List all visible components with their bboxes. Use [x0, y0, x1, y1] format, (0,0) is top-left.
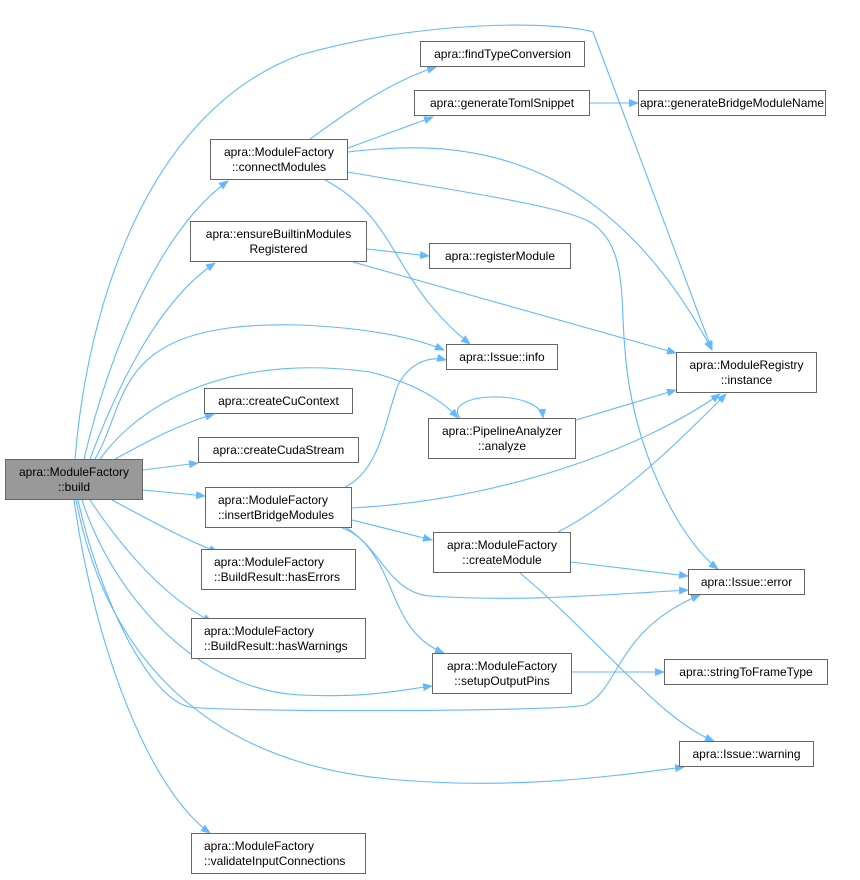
edge-connect-findType: [309, 65, 437, 140]
node-pipelineAnalyze[interactable]: apra::PipelineAnalyzer::analyze: [428, 418, 576, 459]
edge-build-insertBridge: [142, 489, 206, 500]
node-label: apra::ModuleRegistry: [689, 357, 804, 372]
edge-build-info: [94, 324, 445, 460]
node-registerModule[interactable]: apra::registerModule: [429, 243, 571, 269]
edge-insert-setup: [344, 526, 445, 654]
node-label: ::connectModules: [231, 159, 327, 174]
node-label: apra::ModuleFactory: [204, 838, 315, 853]
node-label: apra::ModuleFactory: [218, 492, 329, 507]
node-label: ::analyze: [477, 438, 527, 453]
node-label: apra::Issue::error: [700, 574, 793, 589]
node-connectModules[interactable]: apra::ModuleFactory::connectModules: [210, 139, 348, 180]
edge-analyze-instance: [575, 388, 677, 421]
edge-connect-instance: [347, 147, 713, 351]
edge-insert-info: [344, 353, 447, 488]
node-generateTomlSnippet[interactable]: apra::generateTomlSnippet: [414, 90, 590, 116]
edge-analyze-self: [456, 396, 547, 419]
node-label: apra::ModuleFactory: [18, 464, 130, 479]
edge-build-error: [77, 499, 701, 712]
node-createCuContext[interactable]: apra::createCuContext: [204, 388, 353, 414]
node-issueInfo[interactable]: apra::Issue::info: [446, 344, 558, 370]
node-issueError[interactable]: apra::Issue::error: [688, 569, 805, 595]
edge-connect-toml: [347, 116, 434, 149]
edge-build-instance: [74, 24, 713, 460]
node-label: ::BuildResult::hasErrors: [214, 569, 341, 584]
node-label: ::validateInputConnections: [204, 853, 346, 868]
edge-build-validate: [73, 499, 211, 834]
edge-connect-error: [347, 171, 719, 570]
node-label: apra::ModuleFactory: [446, 658, 558, 673]
node-label: apra::stringToFrameType: [679, 664, 813, 679]
node-label: apra::createCuContext: [218, 393, 339, 408]
node-label: apra::generateBridgeModuleName: [639, 95, 825, 110]
edge-ensure-instance: [352, 261, 677, 355]
node-insertBridgeModules[interactable]: apra::ModuleFactory::insertBridgeModules: [205, 487, 352, 528]
edge-create-instance: [557, 393, 727, 533]
node-label: apra::ModuleFactory: [214, 554, 325, 569]
edge-build-createCuContext: [114, 412, 215, 460]
node-label: apra::Issue::warning: [692, 746, 801, 761]
edge-build-analyze: [99, 367, 459, 460]
node-label: apra::ModuleFactory: [204, 623, 315, 638]
edge-build-setupOutputPins: [81, 499, 433, 697]
edge-build-ensure: [89, 262, 216, 460]
node-moduleRegistryInstance[interactable]: apra::ModuleRegistry::instance: [676, 352, 817, 393]
node-label: apra::generateTomlSnippet: [429, 95, 575, 110]
edge-connect-info: [324, 179, 471, 345]
node-label: apra::ModuleFactory: [223, 144, 335, 159]
node-label: apra::registerModule: [444, 248, 556, 263]
node-label: ::createModule: [462, 552, 542, 567]
node-label: ::insertBridgeModules: [218, 507, 335, 522]
node-label: apra::createCudaStream: [212, 442, 345, 457]
node-hasWarnings[interactable]: apra::ModuleFactory::BuildResult::hasWar…: [191, 618, 366, 659]
edge-build-connectModules: [83, 180, 229, 460]
node-createModule[interactable]: apra::ModuleFactory::createModule: [433, 532, 571, 573]
node-generateBridgeModuleName[interactable]: apra::generateBridgeModuleName: [638, 90, 826, 116]
node-label: ::instance: [720, 372, 773, 387]
node-label: ::BuildResult::hasWarnings: [204, 638, 348, 653]
node-issueWarning[interactable]: apra::Issue::warning: [679, 741, 814, 767]
node-hasErrors[interactable]: apra::ModuleFactory::BuildResult::hasErr…: [201, 549, 356, 590]
edge-insert-createModule: [351, 519, 433, 542]
node-label: ::build: [57, 479, 91, 494]
node-build[interactable]: apra::ModuleFactory::build: [5, 459, 143, 500]
edge-insert-instance: [351, 393, 721, 509]
edge-build-warning: [75, 499, 685, 784]
edge-build-hasWarnings: [89, 499, 213, 623]
node-label: apra::PipelineAnalyzer: [441, 423, 563, 438]
node-label: ::setupOutputPins: [454, 673, 550, 688]
node-label: apra::findTypeConversion: [434, 46, 571, 61]
edge-build-hasErrors: [111, 499, 219, 553]
edge-ensure-register: [366, 248, 430, 259]
node-label: Registered: [249, 241, 308, 256]
node-label: apra::Issue::info: [459, 349, 545, 364]
node-setupOutputPins[interactable]: apra::ModuleFactory::setupOutputPins: [432, 653, 572, 694]
node-label: apra::ModuleFactory: [446, 537, 558, 552]
edge-insert-error: [339, 526, 689, 599]
node-validateInputConnections[interactable]: apra::ModuleFactory::validateInputConnec…: [191, 833, 366, 874]
node-stringToFrameType[interactable]: apra::stringToFrameType: [664, 659, 828, 685]
edge-create-error: [570, 561, 689, 579]
edge-create-warning: [519, 572, 715, 742]
edge-build-createCudaStream: [142, 460, 199, 471]
node-createCudaStream[interactable]: apra::createCudaStream: [198, 437, 359, 463]
node-findTypeConversion[interactable]: apra::findTypeConversion: [420, 41, 585, 67]
node-label: apra::ensureBuiltinModules: [205, 226, 352, 241]
